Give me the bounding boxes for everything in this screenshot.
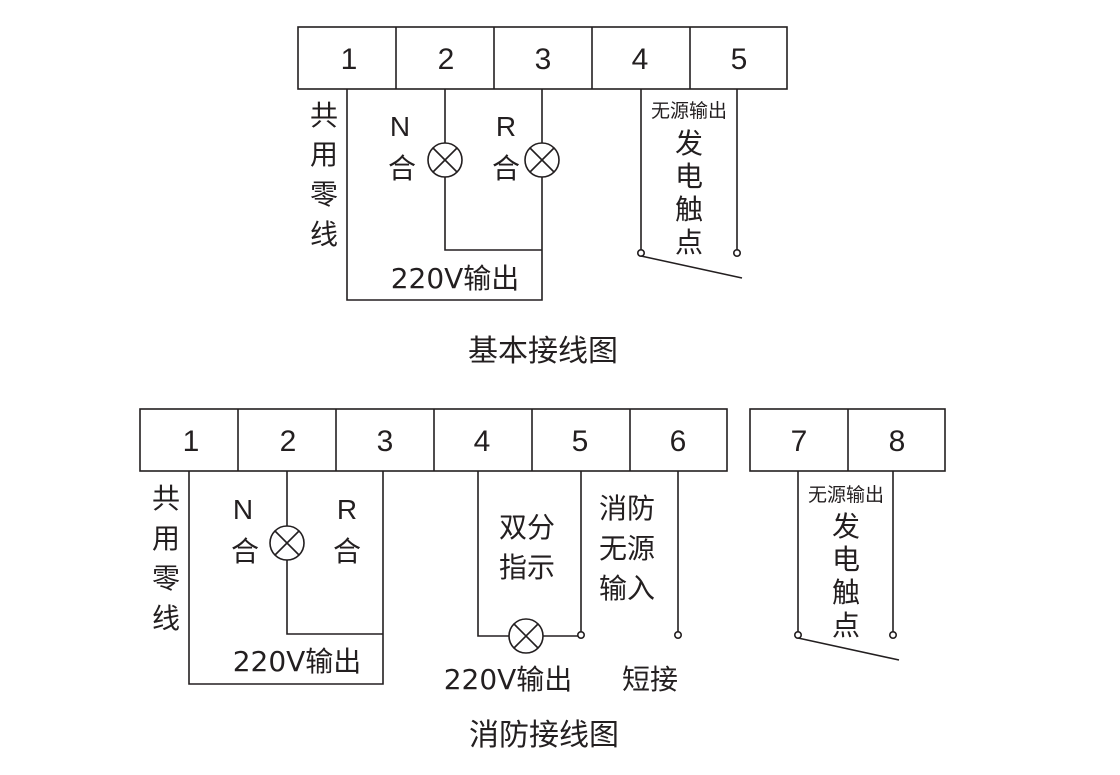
contact-char: 发 — [675, 127, 703, 160]
lamp-icon — [427, 142, 463, 178]
fire-input-label: 无源 — [599, 532, 655, 565]
neutral-char: 零 — [310, 178, 338, 211]
neutral-char: 线 — [152, 602, 180, 635]
output-220v-label-mid: 220V输出 — [444, 663, 573, 696]
terminal-number: 2 — [280, 425, 297, 458]
terminal-block-frame — [297, 26, 788, 90]
terminal-number: 7 — [791, 425, 808, 458]
terminal-number: 2 — [438, 43, 455, 76]
switch-contact-icon — [793, 630, 900, 661]
lamp-icon — [508, 618, 544, 654]
fire-wiring-diagram: 1 2 3 4 5 6 7 8 共 用 零 线 N — [139, 408, 946, 753]
fire-input-label: 输入 — [599, 572, 655, 605]
neutral-wire — [188, 471, 384, 685]
contact-char: 点 — [832, 609, 860, 642]
lamp-icon — [269, 525, 305, 561]
passive-output-label: 无源输出 — [651, 100, 727, 122]
basic-wiring-diagram: 1 2 3 4 5 共 用 零 线 N 合 R — [297, 26, 788, 369]
r-label: R — [337, 494, 357, 525]
neutral-char: 共 — [152, 482, 180, 515]
lamp-return-wire — [286, 560, 383, 635]
r-close-label: 合 — [333, 535, 361, 568]
terminal-number: 5 — [731, 43, 748, 76]
terminal-4-wire — [477, 471, 509, 637]
neutral-char: 用 — [152, 522, 180, 555]
terminal-number: 6 — [670, 425, 687, 458]
terminal-number: 3 — [377, 425, 394, 458]
contact-char: 触 — [832, 576, 860, 609]
terminal-number: 8 — [889, 425, 906, 458]
contact-char: 发 — [832, 510, 860, 543]
lamp-n-label: N — [233, 494, 253, 525]
lamp-n-close-label: 合 — [388, 152, 416, 185]
shared-neutral-label: 共 用 零 线 — [310, 99, 338, 251]
lamp-r-close-label: 合 — [492, 152, 520, 185]
contact-char: 电 — [675, 160, 703, 193]
lamp-n-label: N — [390, 111, 410, 142]
fire-wiring-caption: 消防接线图 — [469, 718, 619, 753]
terminal-number: 4 — [632, 43, 649, 76]
lamp-icon — [524, 142, 560, 178]
shared-neutral-label: 共 用 零 线 — [152, 482, 180, 635]
output-220v-label: 220V输出 — [391, 262, 520, 295]
basic-wiring-caption: 基本接线图 — [468, 334, 618, 369]
neutral-char: 线 — [310, 218, 338, 251]
contact-char: 触 — [675, 193, 703, 226]
terminal-block-2: 1 2 3 4 5 6 — [139, 408, 728, 472]
terminal-number: 4 — [474, 425, 491, 458]
short-label: 短接 — [622, 663, 678, 696]
lamp-n-close-label: 合 — [231, 535, 259, 568]
terminal-number: 1 — [341, 43, 358, 76]
terminal-block-1: 1 2 3 4 5 — [297, 26, 788, 90]
terminal-number: 3 — [535, 43, 552, 76]
dual-indicator-label: 指示 — [499, 551, 555, 584]
neutral-char: 零 — [152, 562, 180, 595]
dual-indicator-label: 双分 — [499, 511, 555, 544]
terminal-number: 1 — [183, 425, 200, 458]
lamp-return-wire — [444, 177, 542, 251]
contact-char: 电 — [832, 543, 860, 576]
passive-output-label: 无源输出 — [808, 484, 884, 506]
lamp-r-label: R — [496, 111, 516, 142]
terminal-point — [576, 630, 585, 639]
terminal-point — [673, 630, 682, 639]
switch-contact-icon — [636, 249, 743, 279]
neutral-char: 共 — [310, 99, 338, 132]
terminal-block-3: 7 8 — [749, 408, 946, 472]
neutral-wire — [346, 89, 543, 301]
output-220v-label-left: 220V输出 — [233, 645, 362, 678]
contact-char: 点 — [675, 226, 703, 259]
fire-input-label: 消防 — [599, 492, 655, 525]
neutral-char: 用 — [310, 138, 338, 171]
terminal-number: 5 — [572, 425, 589, 458]
